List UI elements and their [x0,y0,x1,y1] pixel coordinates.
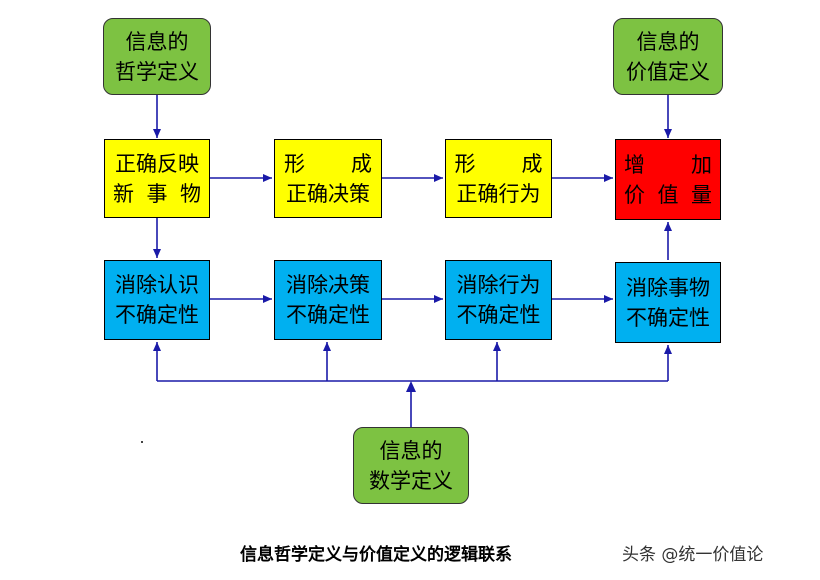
char: 物 [180,181,201,206]
node-line1: 信息的 [379,438,443,463]
node-value-definition: 信息的 价值定义 [613,18,723,95]
node-line2: 不确定性 [626,305,710,330]
char: 值 [657,182,679,207]
node-line1: 信息的 [636,29,700,54]
node-line1: 消除行为 [456,273,541,297]
node-eliminate-decision-uncertainty: 消除决策 不确定性 [274,260,382,340]
arrow-math-head [406,381,416,392]
node-line2: 价值定义 [626,59,710,84]
node-line2: 不确定性 [286,303,370,327]
node-increase-value: 增 加 价 值 量 [615,139,721,220]
char: 形 [454,151,476,176]
node-line1: 消除事物 [626,275,710,300]
node-line2: 不确定性 [456,303,541,327]
node-math-definition: 信息的 数学定义 [353,427,469,504]
node-line1: 正确反映 [115,151,199,176]
node-line1: 形 成 [284,149,372,179]
node-line2: 新 事 物 [113,179,201,209]
node-correct-behavior: 形 成 正确行为 [445,139,552,218]
figure-caption: 信息哲学定义与价值定义的逻辑联系 [240,545,512,565]
char: 价 [624,182,645,207]
char: 成 [351,151,372,176]
stray-dot [141,441,143,443]
node-line1: 消除决策 [286,273,370,297]
node-line1: 形 成 [455,149,543,179]
char: 成 [521,151,543,176]
node-line2: 哲学定义 [115,59,199,84]
node-line2: 不确定性 [115,303,199,327]
char: 加 [691,152,712,177]
char: 形 [284,151,305,176]
char: 量 [691,182,712,207]
watermark: 头条 @统一价值论 [622,545,764,565]
node-eliminate-thing-uncertainty: 消除事物 不确定性 [615,262,721,343]
node-philosophy-definition: 信息的 哲学定义 [103,18,211,95]
node-line1: 信息的 [125,29,189,54]
node-line2: 正确决策 [286,181,370,206]
node-correct-reflection: 正确反映 新 事 物 [104,139,210,218]
char: 新 [113,181,134,206]
node-eliminate-cognition-uncertainty: 消除认识 不确定性 [104,260,210,340]
node-line1: 增 加 [624,150,712,180]
node-correct-decision: 形 成 正确决策 [274,139,382,218]
char: 事 [146,181,168,206]
node-line2: 价 值 量 [624,180,712,210]
node-line2: 正确行为 [456,181,541,206]
node-line1: 消除认识 [115,273,199,297]
char: 增 [624,152,645,177]
node-eliminate-behavior-uncertainty: 消除行为 不确定性 [445,260,552,340]
node-line2: 数学定义 [369,468,453,493]
